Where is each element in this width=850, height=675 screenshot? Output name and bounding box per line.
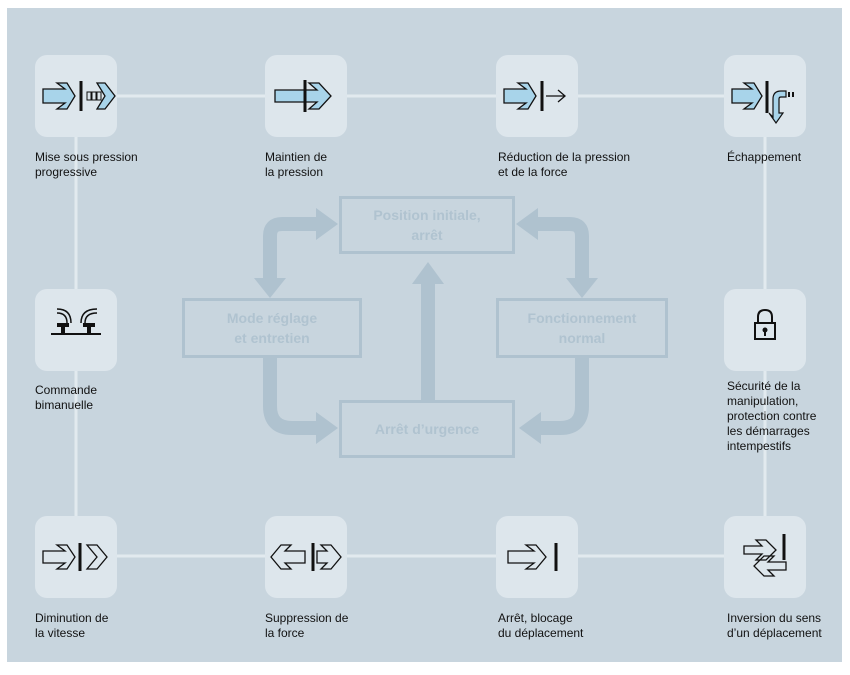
label-inversion-sens: Inversion du sens d’un déplacement: [727, 611, 822, 640]
label-echappement: Échappement: [727, 150, 802, 164]
progressive-pressurize-icon: [42, 81, 116, 111]
state-urgence: Arrêt d’urgence: [339, 400, 515, 458]
arrow-head-to-normal: [566, 278, 598, 298]
tile-commande-bimanuelle: [35, 289, 117, 371]
label-securite-manipulation: Sécurité de la manipulation, protection …: [727, 379, 817, 453]
stop-block-icon: [507, 543, 558, 571]
padlock-icon: [754, 308, 776, 340]
label-arret-blocage: Arrêt, blocage du déplacement: [498, 611, 584, 640]
remove-force-icon: [270, 543, 342, 571]
reduce-speed-icon: [42, 543, 108, 571]
label-mise-sous-pression: Mise sous pression progressive: [35, 150, 138, 179]
tile-securite-manipulation: [724, 289, 806, 371]
arrow-head-to-urgence-left: [316, 412, 338, 444]
state-normal: Fonctionnement normal: [496, 298, 668, 358]
arrow-head-to-reglage: [254, 278, 286, 298]
tile-suppression-force: [265, 516, 347, 598]
tile-diminution-vitesse: [35, 516, 117, 598]
arrow-head-to-initial-up: [412, 262, 444, 284]
arrow-head-to-initial-left: [316, 208, 338, 240]
tile-mise-sous-pression: [35, 55, 117, 137]
label-suppression-force: Suppression de la force: [265, 611, 349, 640]
hold-pressure-icon: [274, 80, 332, 112]
label-commande-bimanuelle: Commande bimanuelle: [35, 383, 98, 412]
state-reglage: Mode réglage et entretien: [182, 298, 362, 358]
label-reduction-pression: Réduction de la pression et de la force: [498, 150, 631, 179]
tile-maintien-pression: [265, 55, 347, 137]
arrow-head-to-urgence-right: [519, 412, 541, 444]
tile-arret-blocage: [496, 516, 578, 598]
exhaust-icon: [731, 81, 794, 125]
two-hand-control-icon: [51, 308, 101, 335]
state-initial: Position initiale, arrêt: [339, 196, 515, 254]
tile-echappement: [724, 55, 806, 137]
label-maintien-pression: Maintien de la pression: [265, 150, 328, 179]
reverse-direction-icon: [743, 534, 787, 577]
label-diminution-vitesse: Diminution de la vitesse: [35, 611, 109, 640]
arrow-head-to-initial-right: [516, 208, 538, 240]
tile-reduction-pression: [496, 55, 578, 137]
reduce-pressure-icon: [503, 81, 566, 111]
tile-inversion-sens: [724, 516, 806, 598]
